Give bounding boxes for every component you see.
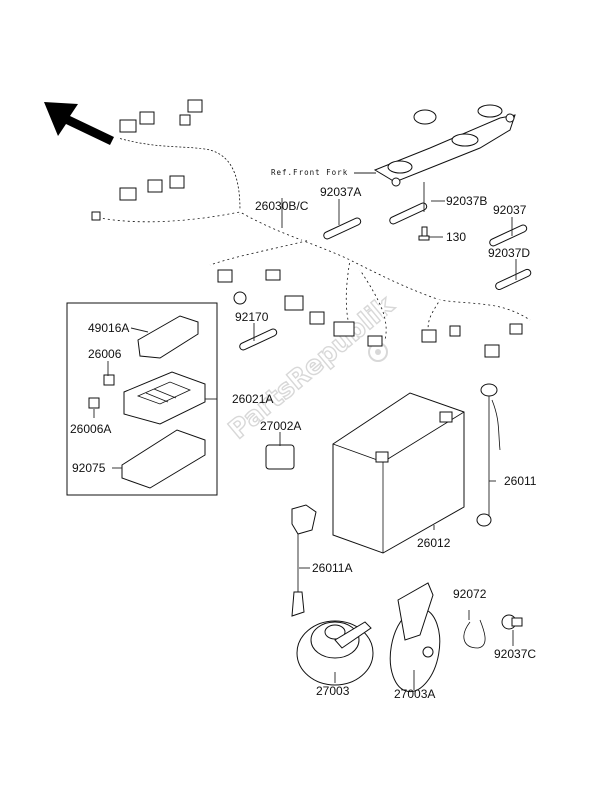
- part-label[interactable]: 27003A: [394, 687, 435, 701]
- part-label[interactable]: 27002A: [260, 419, 301, 433]
- part-label[interactable]: 92170: [235, 310, 269, 324]
- part-label[interactable]: 92037D: [488, 246, 530, 260]
- front-fork-clamp-drawing: [373, 104, 516, 187]
- band-92037-drawing[interactable]: [489, 224, 528, 247]
- battery-lead-26011A-drawing[interactable]: [291, 504, 317, 617]
- leader-lines: [93, 182, 517, 690]
- battery-lead-26011-drawing[interactable]: [476, 383, 501, 527]
- fuse-box-holder-drawing[interactable]: [121, 429, 206, 489]
- part-label[interactable]: 26011: [504, 474, 537, 488]
- band-92037D-drawing[interactable]: [495, 268, 532, 291]
- part-label[interactable]: 92037C: [494, 647, 536, 661]
- band-92037A-drawing[interactable]: [323, 217, 362, 240]
- part-label[interactable]: 49016A: [88, 321, 129, 335]
- wiring-harness-drawing[interactable]: [91, 99, 532, 358]
- part-label[interactable]: 92072: [453, 587, 487, 601]
- clamp-92037C-drawing[interactable]: [501, 614, 523, 630]
- fuse-26006A-drawing[interactable]: [88, 397, 100, 409]
- relay-27002A-drawing[interactable]: [265, 444, 295, 470]
- part-label[interactable]: 92037B: [446, 194, 487, 208]
- clamp-92170-drawing[interactable]: [239, 328, 278, 351]
- horn-27003A-drawing[interactable]: [384, 582, 446, 696]
- fuse-26006-drawing[interactable]: [103, 374, 115, 386]
- part-label[interactable]: 92037: [493, 203, 527, 217]
- bolt-130-drawing[interactable]: [418, 226, 430, 241]
- part-label[interactable]: 26006A: [70, 422, 111, 436]
- part-label[interactable]: 27003: [316, 684, 350, 698]
- reference-note: Ref.Front Fork: [271, 168, 348, 177]
- fuse-box-cover-drawing[interactable]: [137, 315, 199, 359]
- part-label[interactable]: 92075: [72, 461, 106, 475]
- part-label[interactable]: 92037A: [320, 185, 361, 199]
- horn-27003-drawing[interactable]: [296, 620, 374, 686]
- part-label[interactable]: 26021A: [232, 392, 273, 406]
- band-92037B-drawing[interactable]: [389, 202, 428, 225]
- fuse-box-drawing[interactable]: [123, 371, 206, 425]
- part-label[interactable]: 26006: [88, 347, 122, 361]
- part-label[interactable]: 26030B/C: [255, 199, 309, 213]
- band-92072-drawing[interactable]: [463, 619, 486, 649]
- part-label[interactable]: 130: [446, 230, 466, 244]
- battery-drawing[interactable]: [332, 392, 465, 554]
- front-arrow-icon: [44, 102, 114, 145]
- part-label[interactable]: 26012: [417, 536, 451, 550]
- part-label[interactable]: 26011A: [312, 561, 352, 575]
